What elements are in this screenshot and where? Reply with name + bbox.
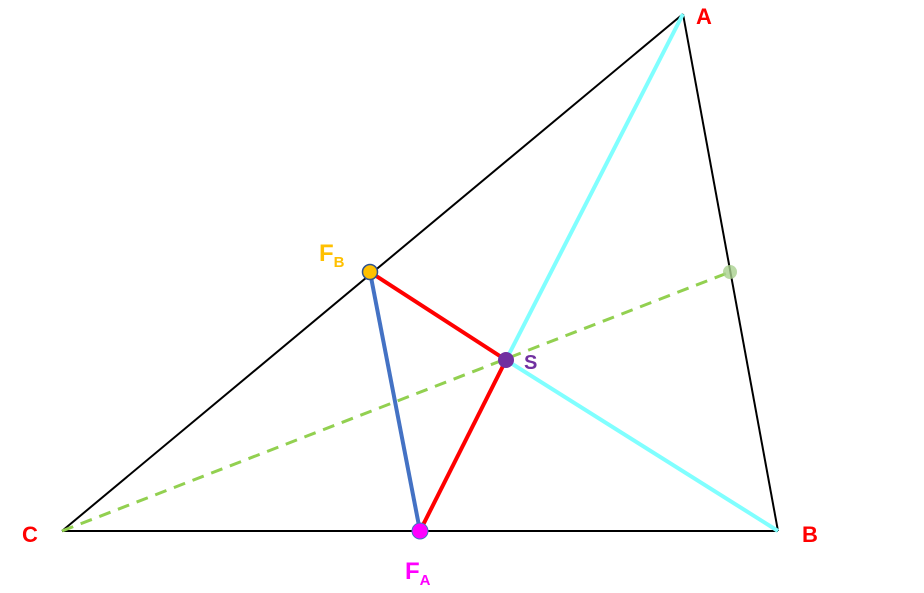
segment-fb-s — [368, 270, 508, 362]
label-fa-sub: A — [420, 572, 431, 589]
label-fb-main: F — [319, 240, 334, 267]
point-s — [498, 352, 514, 368]
segment-fb-fa — [368, 271, 422, 532]
segment-as — [504, 13, 685, 361]
label-c: C — [22, 522, 38, 547]
label-s: S — [524, 352, 537, 374]
label-b: B — [802, 522, 818, 547]
segment-s-fa — [418, 359, 508, 532]
point-fa — [411, 522, 429, 540]
point-on-ab — [723, 265, 737, 279]
label-a: A — [696, 4, 712, 29]
segment-sb — [504, 358, 780, 533]
label-fb: FB — [319, 240, 345, 271]
label-fa-main: F — [405, 558, 420, 585]
label-fb-sub: B — [334, 254, 345, 271]
label-fa: FA — [405, 558, 431, 589]
point-fb — [361, 263, 379, 281]
